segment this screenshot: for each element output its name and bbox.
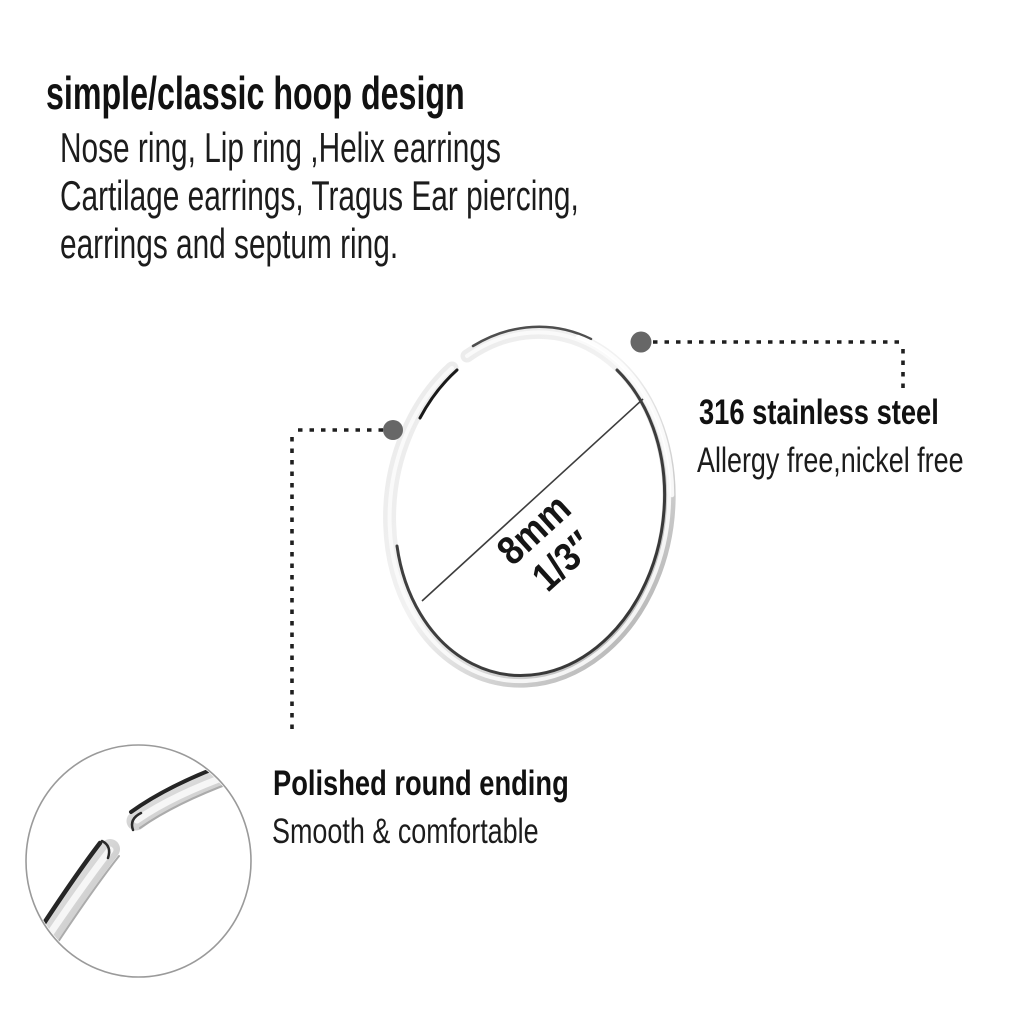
dashed-connector-left bbox=[290, 428, 383, 734]
hoop-ring bbox=[383, 325, 676, 688]
ring-inner-shadow-line bbox=[395, 368, 667, 677]
material-subtext: Allergy free,nickel free bbox=[697, 441, 964, 480]
ring-top-edge-line bbox=[471, 325, 593, 348]
callout-dot-left bbox=[383, 420, 403, 440]
diameter-line bbox=[421, 398, 644, 602]
description-line-3: earrings and septum ring. bbox=[60, 220, 399, 267]
dashed-connector-right bbox=[653, 340, 905, 393]
ring-tip-shadow-line bbox=[418, 368, 459, 420]
ending-heading: Polished round ending bbox=[273, 764, 569, 803]
magnifier-circle bbox=[25, 744, 252, 978]
material-heading: 316 stainless steel bbox=[699, 393, 939, 432]
ending-subtext: Smooth & comfortable bbox=[272, 812, 539, 851]
description-line-1: Nose ring, Lip ring ,Helix earrings bbox=[60, 124, 501, 171]
product-description: Nose ring, Lip ring ,Helix earrings Cart… bbox=[60, 124, 579, 268]
page-title: simple/classic hoop design bbox=[46, 67, 465, 119]
description-line-2: Cartilage earrings, Tragus Ear piercing, bbox=[60, 172, 579, 219]
callout-dot-right bbox=[630, 331, 652, 353]
